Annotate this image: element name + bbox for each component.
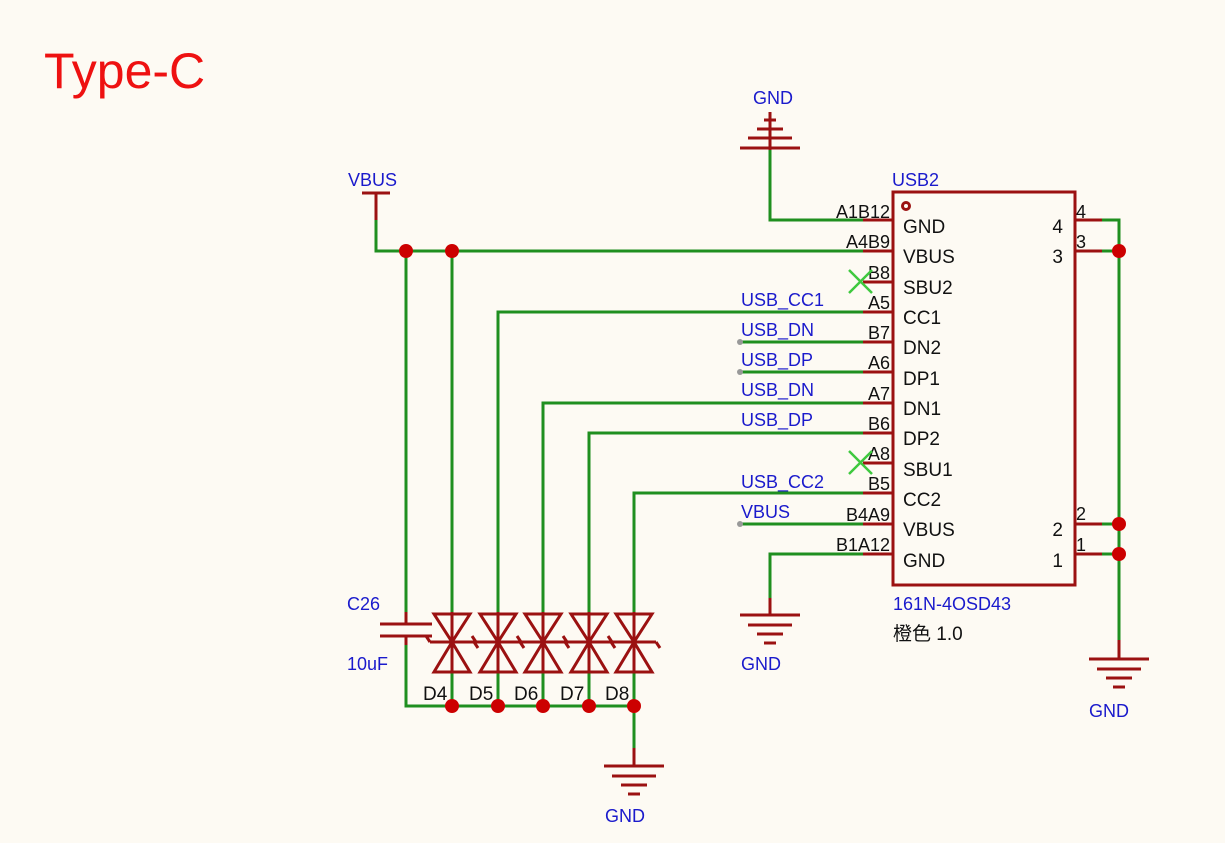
tvs-diode-d6[interactable]: D6	[514, 612, 571, 705]
svg-text:GND: GND	[1089, 701, 1129, 721]
diode-designator: D7	[560, 684, 584, 705]
pin-name: 3	[1052, 247, 1063, 268]
no-connect-sbu1-icon	[848, 450, 873, 475]
pin-number: B5	[868, 474, 890, 494]
capacitor-designator: C26	[347, 594, 380, 614]
junction-dot	[445, 244, 459, 258]
junction-dot	[445, 699, 459, 713]
pin-name: VBUS	[903, 520, 955, 541]
pin-number: A5	[868, 293, 890, 313]
vbus-power-port[interactable]: VBUS	[348, 170, 397, 220]
tvs-diode-d7[interactable]: D7	[560, 612, 617, 705]
pin-name: VBUS	[903, 247, 955, 268]
pin-number: B4A9	[846, 505, 890, 525]
connector-designator: USB2	[892, 170, 939, 190]
junction-dot	[1112, 547, 1126, 561]
svg-text:GND: GND	[741, 654, 781, 674]
pin-number: B6	[868, 414, 890, 434]
net-label-usb-dn1[interactable]: USB_DN	[741, 380, 814, 401]
pin-name: GND	[903, 551, 945, 572]
svg-text:GND: GND	[605, 806, 645, 826]
pin-name: SBU2	[903, 278, 953, 299]
pin-name: DP2	[903, 429, 940, 450]
pin-name: 4	[1052, 217, 1063, 238]
net-label-usb-cc1[interactable]: USB_CC1	[741, 290, 824, 311]
pin-number: 3	[1076, 232, 1086, 252]
pin-number: A4B9	[846, 232, 890, 252]
pin-name: DN1	[903, 399, 941, 420]
sheet-title: Type-C	[44, 43, 205, 99]
diode-designator: D5	[469, 684, 493, 705]
svg-text:VBUS: VBUS	[348, 170, 397, 190]
junction-dot	[491, 699, 505, 713]
pin-number: 4	[1076, 202, 1086, 222]
pin-name: DP1	[903, 369, 940, 390]
pin-number: A6	[868, 353, 890, 373]
pin-name: DN2	[903, 338, 941, 359]
pin-number: B7	[868, 323, 890, 343]
junction-dot	[1112, 517, 1126, 531]
capacitor-c26[interactable]: C26 10uF	[347, 594, 432, 674]
junction-dot	[399, 244, 413, 258]
pin-name: GND	[903, 217, 945, 238]
gnd-symbol-right[interactable]: GND	[1089, 640, 1149, 721]
net-labels: USB_CC1 USB_DN USB_DP USB_DN USB_DP USB_…	[741, 290, 824, 522]
pin-number: A1B12	[836, 202, 890, 222]
tvs-diode-d5[interactable]: D5	[469, 612, 526, 705]
pin-number: 1	[1076, 535, 1086, 555]
connector-part-number: 161N-4OSD43	[893, 594, 1011, 614]
net-label-usb-dp2[interactable]: USB_DP	[741, 410, 813, 431]
gnd-symbol-connector[interactable]: GND	[740, 598, 800, 674]
pin-name: 2	[1052, 520, 1063, 541]
junction-dot	[627, 699, 641, 713]
tvs-diode-d4[interactable]: D4	[423, 612, 480, 705]
diode-designator: D8	[605, 684, 629, 705]
net-label-usb-cc2[interactable]: USB_CC2	[741, 472, 824, 493]
junctions	[399, 244, 1126, 713]
pin-name: 1	[1052, 551, 1063, 572]
pin-number: 2	[1076, 504, 1086, 524]
diode-designator: D6	[514, 684, 538, 705]
pin-name: CC1	[903, 308, 941, 329]
no-connect-sbu2-icon	[848, 269, 873, 294]
gnd-symbol-diodes[interactable]: GND	[604, 748, 664, 826]
net-label-usb-dp1[interactable]: USB_DP	[741, 350, 813, 371]
capacitor-value: 10uF	[347, 654, 388, 674]
svg-text:GND: GND	[753, 88, 793, 108]
junction-dot	[536, 699, 550, 713]
pin-number: B8	[868, 263, 890, 283]
pin-number: A8	[868, 444, 890, 464]
net-label-usb-dn2[interactable]: USB_DN	[741, 320, 814, 341]
usb-connector-usb2[interactable]: USB2 A1B12 A4B9 B8 A5 B7 A6 A7 B6 A8 B5 …	[836, 170, 1102, 645]
junction-dot	[1112, 244, 1126, 258]
junction-dot	[582, 699, 596, 713]
net-endpoints	[737, 339, 743, 527]
wires	[374, 148, 1121, 767]
diode-designator: D4	[423, 684, 448, 705]
pin-number: A7	[868, 384, 890, 404]
net-label-vbus[interactable]: VBUS	[741, 502, 790, 522]
tvs-diode-d8[interactable]: D8	[605, 612, 662, 705]
pin-name: SBU1	[903, 460, 953, 481]
gnd-symbol-top[interactable]: GND	[740, 88, 800, 150]
pin-name: CC2	[903, 490, 941, 511]
connector-comment: 橙色 1.0	[893, 623, 963, 645]
pin-number: B1A12	[836, 535, 890, 555]
